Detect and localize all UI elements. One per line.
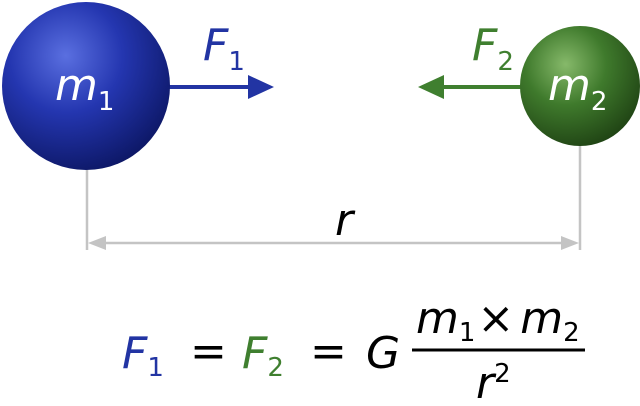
equation-equals-2: = bbox=[310, 326, 347, 377]
distance-arrowhead-right bbox=[561, 236, 579, 250]
force2-arrow bbox=[418, 75, 522, 99]
force2-arrowhead bbox=[418, 75, 444, 99]
mass1-sphere bbox=[2, 2, 170, 170]
equation-numerator: m1×m2 bbox=[416, 293, 580, 348]
mass1-label: m1 bbox=[55, 60, 114, 117]
distance-arrowhead-left bbox=[88, 236, 106, 250]
equation-f2: F2 bbox=[242, 328, 284, 383]
force1-label: F1 bbox=[203, 20, 245, 77]
mass2-label: m2 bbox=[548, 60, 607, 117]
equation-equals-1: = bbox=[190, 326, 227, 377]
equation-denominator: r2 bbox=[476, 358, 511, 406]
force1-arrowhead bbox=[248, 75, 274, 99]
force2-label: F2 bbox=[472, 20, 514, 77]
equation-constant: G bbox=[366, 328, 400, 379]
distance-indicator: r bbox=[85, 140, 582, 250]
gravitation-equation: F1 = F2 = G m1×m2 r2 bbox=[122, 293, 585, 406]
mass2-sphere bbox=[520, 26, 640, 146]
equation-f1: F1 bbox=[122, 328, 164, 383]
force1-arrow bbox=[168, 75, 274, 99]
distance-label: r bbox=[335, 195, 356, 246]
